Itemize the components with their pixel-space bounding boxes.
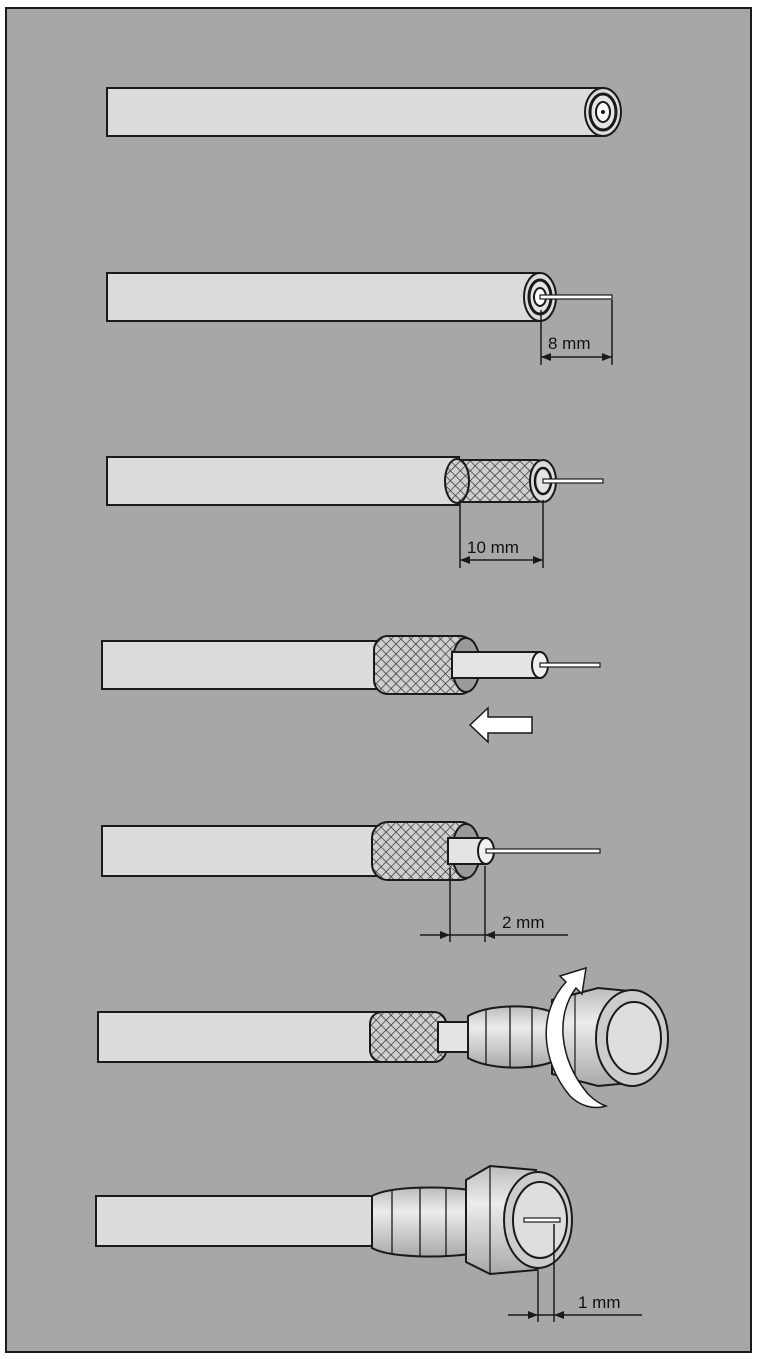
- step-3-cable: 10 mm: [106, 456, 604, 568]
- measurement-10mm: 10 mm: [467, 538, 519, 557]
- step-4-cable: [101, 635, 601, 744]
- step-6-cable: [97, 966, 669, 1109]
- arrow-left-icon: [468, 706, 533, 744]
- measurement-8mm: 8 mm: [548, 334, 591, 353]
- step-5-cable: 2 mm: [101, 821, 601, 942]
- step-7-cable: 1 mm: [95, 1164, 642, 1322]
- measurement-1mm: 1 mm: [578, 1293, 621, 1312]
- rotate-arrow-icon: [545, 966, 609, 1109]
- measurement-2mm: 2 mm: [502, 913, 545, 932]
- step-1-cable: [106, 87, 622, 137]
- cable-end-icon: [601, 110, 605, 114]
- step-2-cable: 8 mm: [106, 272, 613, 365]
